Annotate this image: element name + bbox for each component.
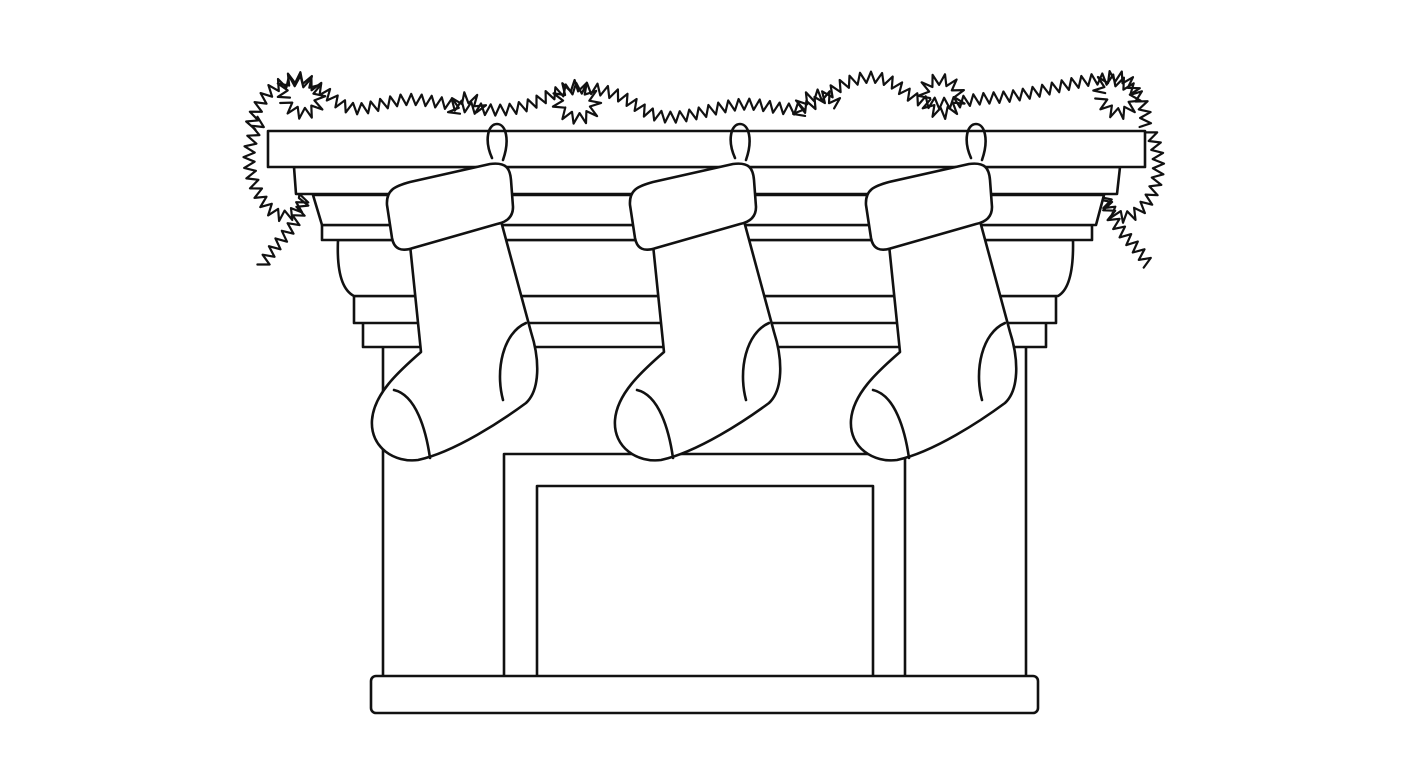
stocking-hanging-loop bbox=[729, 122, 751, 162]
garland-strand bbox=[242, 115, 310, 266]
garland-strand bbox=[446, 91, 488, 115]
stocking-toe-seam bbox=[871, 388, 911, 460]
hearth bbox=[369, 674, 1040, 715]
stocking-toe-seam bbox=[392, 388, 432, 460]
garland-strand bbox=[276, 71, 327, 120]
stocking-heel-seam bbox=[498, 321, 528, 402]
garland-strand bbox=[791, 88, 842, 118]
stocking-hanging-loop bbox=[965, 122, 987, 162]
stocking-foot bbox=[613, 219, 782, 462]
stocking-left bbox=[370, 122, 539, 462]
garland-strand bbox=[551, 78, 603, 125]
stocking-foot bbox=[370, 219, 539, 462]
stocking-cuff bbox=[628, 162, 758, 251]
stocking-toe-seam bbox=[635, 388, 675, 460]
stocking-hanging-loop bbox=[486, 122, 508, 162]
stocking-right bbox=[849, 122, 1018, 462]
mantel-shelf bbox=[266, 129, 1147, 169]
stocking-heel-seam bbox=[977, 321, 1007, 402]
stocking-cuff bbox=[385, 162, 515, 251]
stocking-foot bbox=[849, 219, 1018, 462]
stocking-heel-seam bbox=[741, 321, 771, 402]
garland-strand bbox=[917, 73, 966, 121]
garland-drape bbox=[242, 69, 1166, 269]
garland-strand bbox=[1098, 131, 1166, 269]
stocking-middle bbox=[613, 122, 782, 462]
stocking-cuff bbox=[864, 162, 994, 251]
garland-strand bbox=[245, 70, 1153, 131]
garland-strand bbox=[1092, 69, 1142, 121]
firebox-opening bbox=[535, 484, 875, 682]
